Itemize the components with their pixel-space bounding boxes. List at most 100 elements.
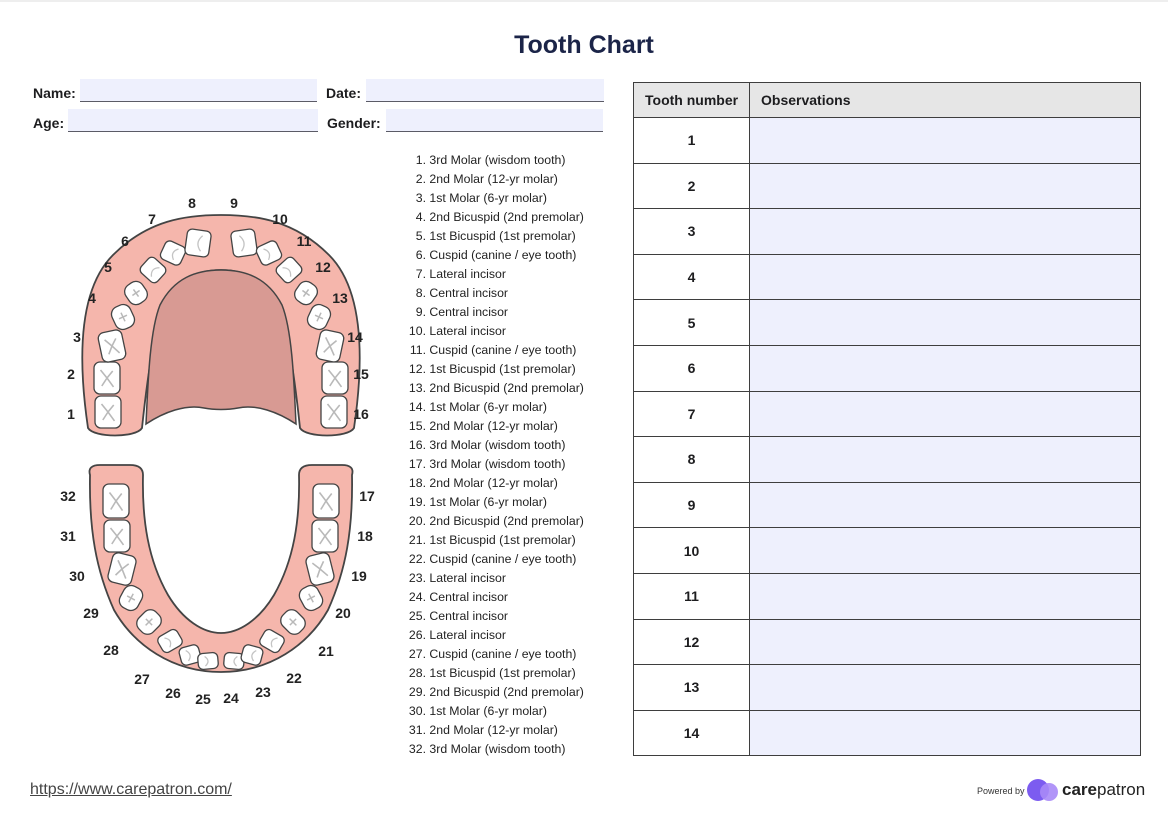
legend-item: 22. Cuspid (canine / eye tooth) [380,550,610,569]
tooth-shape [280,609,306,635]
tooth-number-label: 20 [335,605,351,621]
brand-name: carepatron [1062,780,1146,799]
tooth-number-cell: 10 [633,527,750,574]
tooth-number-label: 5 [104,259,112,275]
tooth-shape [93,361,121,395]
table-row: 6 [633,344,1141,392]
tooth-number-label: 19 [351,568,367,584]
legend-number: 19. [408,495,426,509]
legend-text: 2nd Molar (12-yr molar) [429,172,558,186]
tooth-number-label: 21 [318,643,334,659]
legend-item: 16. 3rd Molar (wisdom tooth) [380,436,610,455]
observation-cell[interactable] [749,344,1141,392]
tooth-shape [159,240,187,266]
observation-cell[interactable] [749,117,1141,164]
gender-label: Gender: [327,115,381,131]
legend-text: Cuspid (canine / eye tooth) [429,647,577,661]
legend-number: 25. [408,609,426,623]
observations-header: Observations [749,82,1141,118]
legend-item: 14. 1st Molar (6-yr molar) [380,398,610,417]
powered-by-label: Powered by [977,786,1025,796]
legend-item: 30. 1st Molar (6-yr molar) [380,702,610,721]
legend-item: 1. 3rd Molar (wisdom tooth) [380,151,610,170]
tooth-number-label: 3 [73,329,81,345]
observation-cell[interactable] [749,527,1141,574]
legend-item: 23. Lateral incisor [380,569,610,588]
legend-item: 32. 3rd Molar (wisdom tooth) [380,740,610,759]
observation-cell[interactable] [749,618,1141,666]
tooth-shape [275,256,303,284]
legend-item: 19. 1st Molar (6-yr molar) [380,493,610,512]
legend-text: 3rd Molar (wisdom tooth) [429,457,566,471]
tooth-number-label: 8 [188,195,196,211]
observation-cell[interactable] [749,390,1141,438]
observation-cell[interactable] [749,481,1141,529]
legend-text: 1st Molar (6-yr molar) [429,191,547,205]
legend-text: 3rd Molar (wisdom tooth) [429,742,566,756]
legend-text: Central incisor [429,305,509,319]
table-row: 4 [633,253,1141,301]
tooth-shape [102,483,130,519]
observation-cell[interactable] [749,299,1141,346]
tooth-shape [110,303,136,331]
observation-cell[interactable] [749,709,1141,757]
legend-number: 28. [408,666,426,680]
tooth-shape [311,519,339,553]
tooth-number-label: 17 [359,488,375,504]
gender-field[interactable] [386,109,603,132]
table-row: 8 [633,436,1141,483]
name-field[interactable] [80,79,317,102]
tooth-number-label: 31 [60,528,76,544]
date-field[interactable] [366,79,604,102]
tooth-shape [136,609,162,635]
legend-number: 3. [415,191,426,205]
tooth-number-cell: 13 [633,664,750,711]
tooth-number-header: Tooth number [633,82,750,118]
website-link[interactable]: https://www.carepatron.com/ [30,781,232,798]
tooth-number-cell: 7 [633,390,750,438]
legend-number: 30. [408,704,426,718]
legend-text: Central incisor [429,286,509,300]
observation-cell[interactable] [749,208,1141,255]
tooth-number-label: 12 [315,259,331,275]
tooth-shape [312,483,340,519]
tooth-shape [157,628,183,654]
legend-item: 5. 1st Bicuspid (1st premolar) [380,227,610,246]
legend-item: 25. Central incisor [380,607,610,626]
legend-number: 8. [415,286,426,300]
legend-text: Cuspid (canine / eye tooth) [429,248,577,262]
table-row: 12 [633,618,1141,666]
tooth-shape [320,395,348,429]
legend-text: Lateral incisor [429,628,506,642]
legend-number: 2. [415,172,426,186]
legend-text: 2nd Molar (12-yr molar) [429,723,558,737]
observation-cell[interactable] [749,664,1141,711]
legend-text: Cuspid (canine / eye tooth) [429,343,577,357]
legend-number: 20. [408,514,426,528]
legend-text: 2nd Bicuspid (2nd premolar) [429,210,584,224]
observation-cell[interactable] [749,253,1141,301]
tooth-shape [197,651,219,671]
observation-cell[interactable] [749,162,1141,210]
tooth-number-cell: 8 [633,436,750,483]
age-field[interactable] [68,109,318,132]
observation-cell[interactable] [749,572,1141,620]
observation-cell[interactable] [749,436,1141,483]
tooth-shape [118,584,144,612]
legend-item: 15. 2nd Molar (12-yr molar) [380,417,610,436]
tooth-number-label: 4 [88,290,96,306]
tooth-shape [259,628,285,654]
tooth-shape [298,584,324,612]
legend-text: 2nd Bicuspid (2nd premolar) [429,381,584,395]
legend-number: 24. [408,590,426,604]
table-row: 14 [633,709,1141,757]
name-label: Name: [33,85,76,101]
legend-number: 15. [408,419,426,433]
tooth-number-label: 16 [353,406,369,422]
tooth-number-label: 18 [357,528,373,544]
tooth-number-label: 30 [69,568,85,584]
tooth-number-label: 2 [67,366,75,382]
tooth-shape [223,651,245,671]
